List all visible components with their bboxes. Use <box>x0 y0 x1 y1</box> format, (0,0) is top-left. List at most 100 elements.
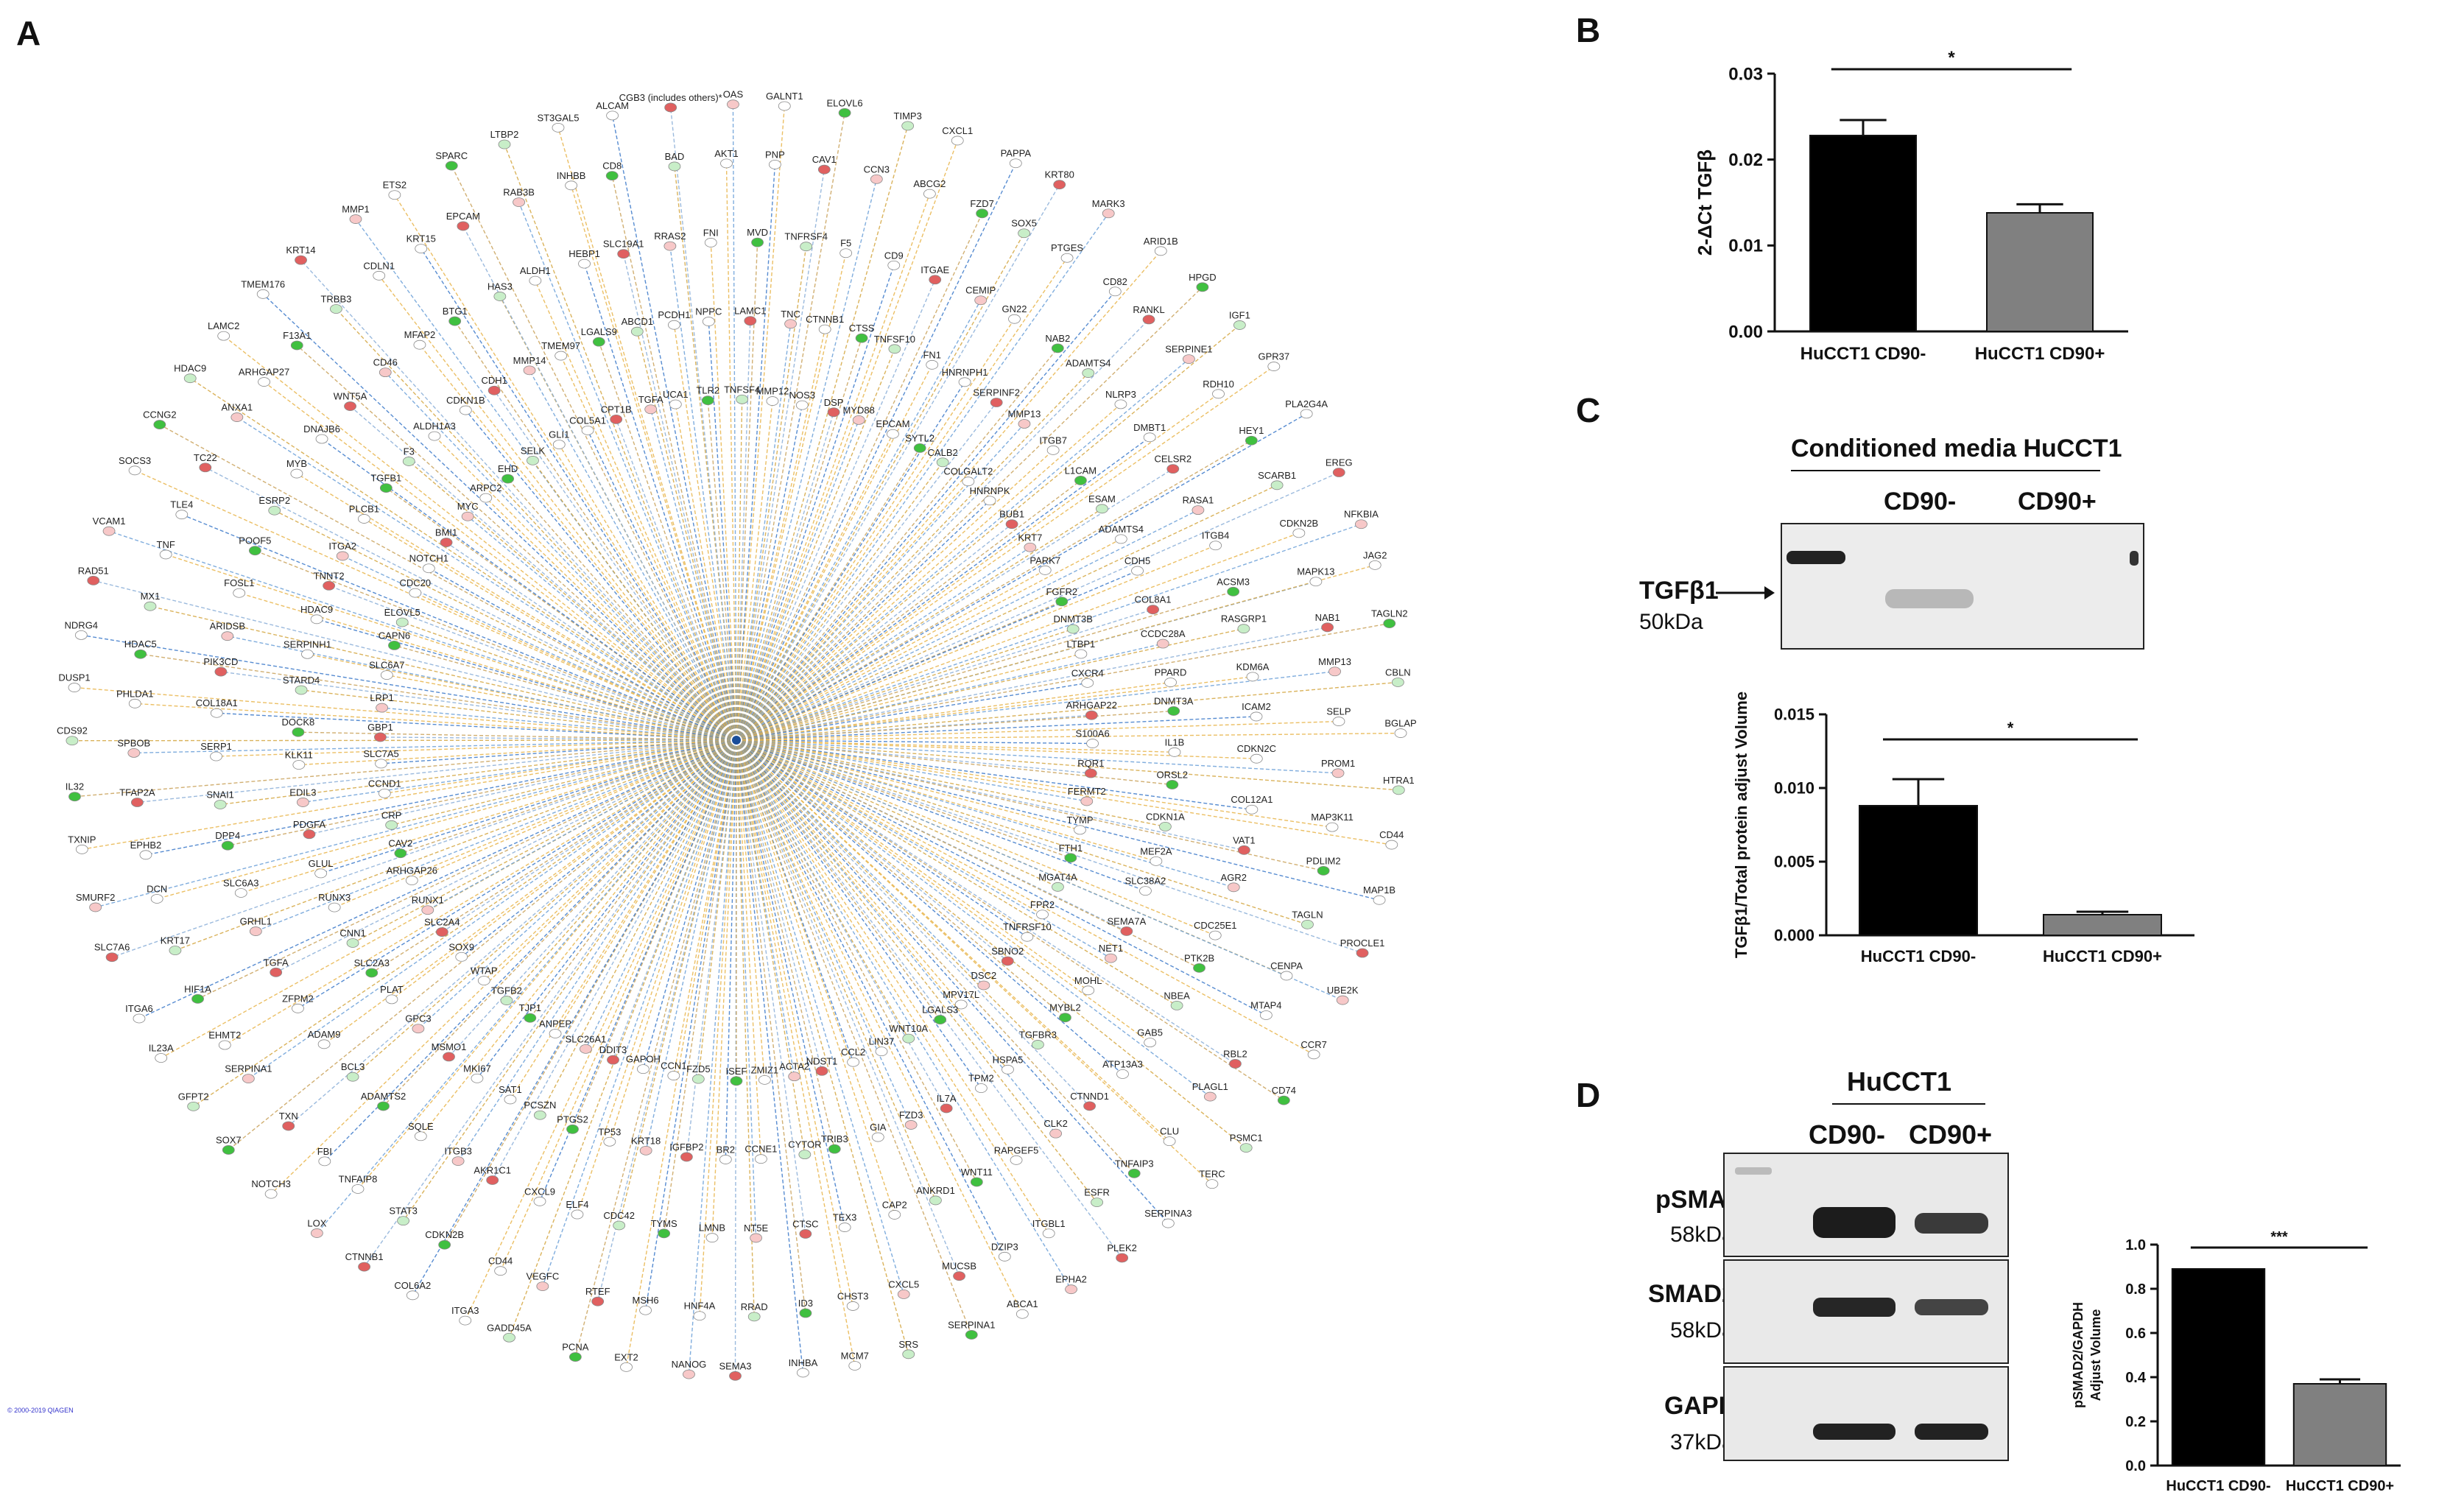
network-node <box>493 292 507 301</box>
network-node-label: FERMT2 <box>1068 786 1106 797</box>
network-edge <box>298 731 737 741</box>
network-node <box>606 110 619 121</box>
network-edge <box>736 125 909 741</box>
network-edge <box>383 739 737 1107</box>
network-node <box>199 462 212 473</box>
network-edge <box>74 739 737 798</box>
network-node <box>605 171 619 181</box>
network-edge <box>529 739 737 1019</box>
network-edge <box>736 739 1363 954</box>
network-node-label: CPT1B <box>601 404 632 415</box>
network-node-label: TNF <box>157 539 175 550</box>
network-edge <box>510 739 737 1100</box>
network-edge <box>462 225 737 741</box>
network-node-label: MOHL <box>1074 975 1102 986</box>
network-node <box>315 434 328 444</box>
network-node <box>1049 1128 1063 1139</box>
network-node-label: PAPPA <box>1001 148 1032 159</box>
bar <box>1859 805 1978 936</box>
network-node-label: F3 <box>404 446 415 457</box>
network-node-label: CTSC <box>792 1218 818 1229</box>
network-edge <box>138 739 737 1019</box>
network-footnote: © 2000-2019 QIAGEN <box>7 1407 74 1414</box>
network-edge <box>394 194 737 741</box>
network-node <box>1114 399 1127 409</box>
network-node-label: RASA1 <box>1183 495 1214 506</box>
network-edge <box>736 401 773 741</box>
network-node <box>234 888 247 898</box>
network-node-label: TNFSF4 <box>724 384 760 395</box>
network-node <box>1060 253 1074 263</box>
network-node-label: SERPINA1 <box>948 1319 995 1330</box>
network-node-label: CTSS <box>849 323 875 334</box>
network-node <box>318 1156 331 1167</box>
network-node <box>669 399 682 409</box>
network-node-label: SAT1 <box>499 1084 522 1095</box>
network-node-label: EPHB2 <box>130 840 162 851</box>
network-edge <box>736 393 1219 741</box>
network-node-label: ST3GAL5 <box>537 112 579 123</box>
network-edge <box>736 739 1066 1019</box>
network-node <box>301 649 314 659</box>
network-edge <box>736 739 853 1306</box>
network-edge <box>736 524 1362 741</box>
network-node <box>344 401 356 411</box>
y-tick-label: 0.005 <box>1774 853 1814 871</box>
smad23-band-cd90pos <box>1915 1299 1988 1315</box>
network-node <box>524 1013 537 1023</box>
y-tick-label: 0.010 <box>1774 779 1814 798</box>
network-node <box>459 405 472 415</box>
network-node-label: NOTCH3 <box>251 1178 290 1189</box>
network-edge <box>736 739 1213 1185</box>
network-edge <box>535 280 737 741</box>
network-node <box>1227 882 1240 893</box>
network-edge <box>736 739 1057 1134</box>
network-node-label: RQR1 <box>1077 758 1104 769</box>
network-edge <box>262 293 737 741</box>
network-edge <box>707 400 737 741</box>
network-node-label: PARK7 <box>1029 555 1060 566</box>
network-node <box>412 1024 425 1034</box>
network-node <box>1309 577 1323 587</box>
network-edge <box>255 550 737 741</box>
network-node-label: HDAC9 <box>174 363 206 374</box>
network-node-label: PNP <box>765 149 785 160</box>
network-node-label: IL23A <box>149 1043 174 1054</box>
network-edge <box>736 739 962 1005</box>
network-node-label: CDKN2B <box>425 1229 464 1240</box>
network-node-label: EHD <box>498 463 518 474</box>
network-node-label: CD8 <box>602 161 622 172</box>
network-node <box>310 1228 323 1238</box>
network-node <box>1161 1218 1175 1228</box>
network-node-label: CCR7 <box>1300 1039 1326 1050</box>
network-node-label: CDKN2C <box>1237 743 1276 754</box>
network-node <box>974 1083 988 1093</box>
network-node-label: SLC7A5 <box>363 748 398 759</box>
network-node <box>1164 678 1177 687</box>
network-node-label: F5 <box>840 238 851 249</box>
network-node-label: ZMIZ1 <box>751 1064 779 1075</box>
y-axis-label: pSMAD2/GAPDH <box>2071 1302 2085 1408</box>
network-edge <box>736 739 1211 1097</box>
network-node-label: TGFB1 <box>370 473 401 484</box>
network-node <box>1209 541 1222 551</box>
network-node <box>958 377 971 387</box>
network-edge <box>352 739 737 1077</box>
network-node <box>720 158 733 169</box>
network-edge <box>736 423 1025 741</box>
network-node <box>658 1228 671 1239</box>
network-node-label: EXT2 <box>614 1351 638 1362</box>
network-node-label: DNAJB6 <box>303 423 340 435</box>
network-edge <box>736 337 862 741</box>
network-edge <box>736 739 1333 828</box>
network-node-label: MUCSB <box>942 1261 976 1272</box>
network-node <box>784 319 797 329</box>
network-node-label: CDKN2B <box>1279 518 1318 529</box>
network-node <box>358 514 370 524</box>
network-node-label: NAB1 <box>1315 612 1340 623</box>
network-node <box>1208 930 1222 940</box>
network-node <box>1163 1136 1176 1147</box>
network-node <box>1015 1309 1029 1319</box>
network-edge <box>686 739 737 1157</box>
network-node-label: HNRNPK <box>970 485 1010 496</box>
